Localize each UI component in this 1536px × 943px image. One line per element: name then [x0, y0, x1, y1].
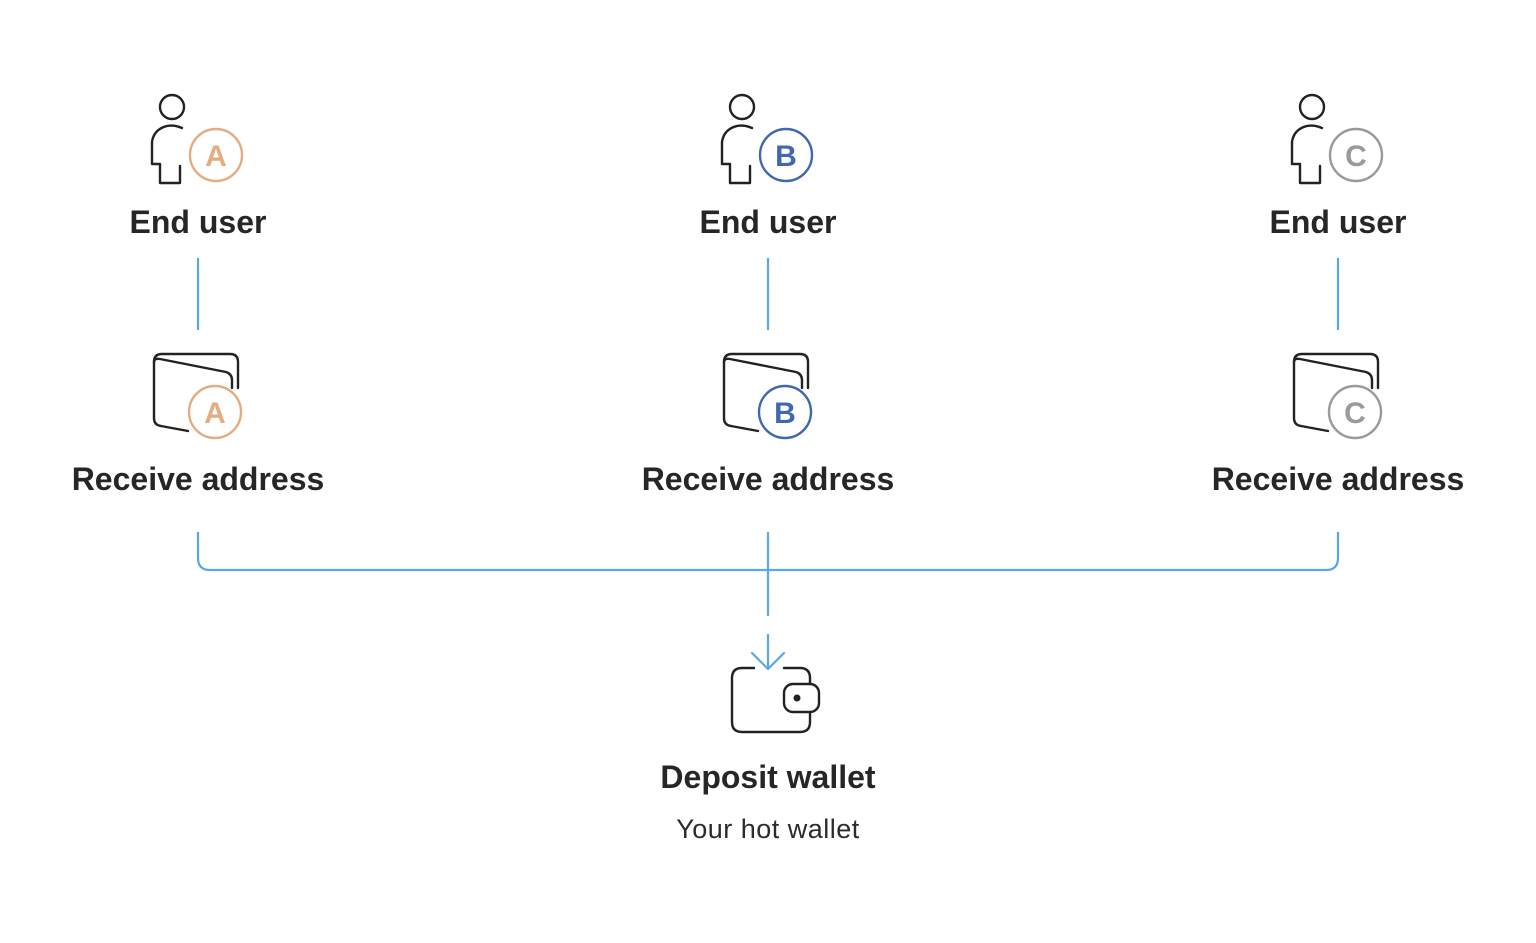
- column-c: C End user C Receive address: [1212, 93, 1465, 497]
- end-user-c-person-icon: C: [1290, 93, 1384, 185]
- receive-address-label-a: Receive address: [72, 461, 325, 497]
- end-user-a-person-icon: A: [150, 93, 244, 185]
- badge-letter-c: C: [1345, 140, 1367, 173]
- deposit-wallet-subtitle: Your hot wallet: [676, 814, 860, 844]
- end-user-label-c: End user: [1270, 204, 1407, 240]
- badge-letter-c-wallet: C: [1344, 397, 1366, 430]
- badge-letter-b: B: [775, 140, 797, 173]
- end-user-b-person-icon: B: [720, 93, 814, 185]
- receive-address-b-wallet-icon: B: [722, 352, 813, 440]
- receive-address-a-wallet-icon: A: [152, 352, 243, 440]
- end-user-label-a: End user: [130, 204, 267, 240]
- deposit-wallet-title: Deposit wallet: [660, 759, 876, 795]
- column-a: A End user A Receive address: [72, 93, 325, 497]
- receive-address-label-c: Receive address: [1212, 461, 1465, 497]
- arrow-down-icon: [750, 634, 786, 671]
- badge-letter-a-wallet: A: [204, 397, 226, 430]
- deposit-wallet-icon: [730, 666, 821, 734]
- badge-letter-a: A: [205, 140, 227, 173]
- column-b: B End user B Receive address: [642, 93, 895, 497]
- receive-address-c-wallet-icon: C: [1292, 352, 1383, 440]
- receive-address-label-b: Receive address: [642, 461, 895, 497]
- badge-letter-b-wallet: B: [774, 397, 796, 430]
- end-user-label-b: End user: [700, 204, 837, 240]
